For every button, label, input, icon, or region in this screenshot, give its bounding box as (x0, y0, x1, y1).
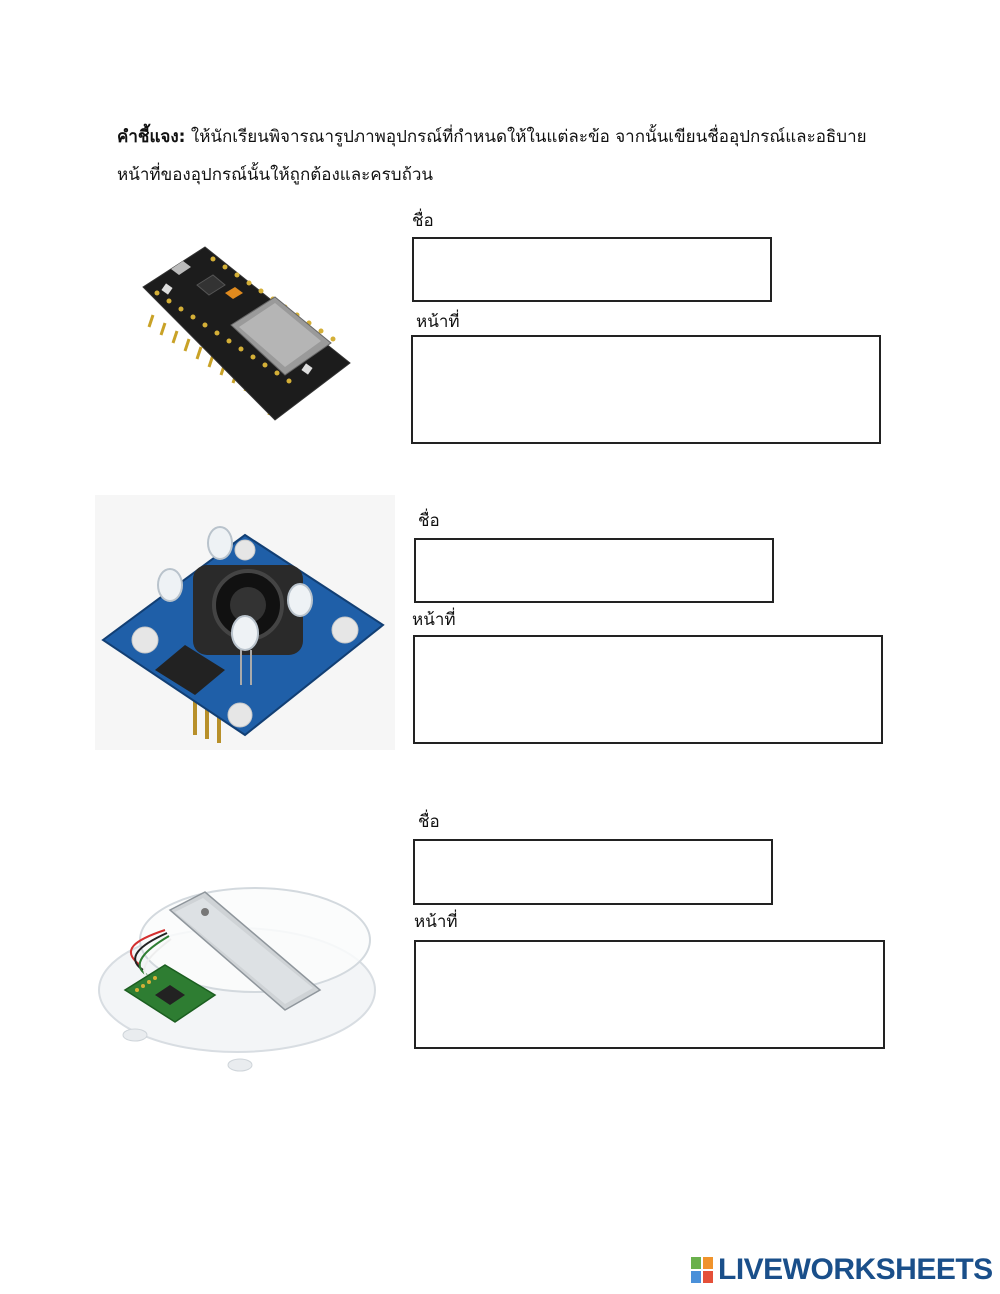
item-3-function-field[interactable] (414, 940, 885, 1049)
liveworksheets-logo: LIVEWORKSHEETS (690, 1252, 993, 1288)
liveworksheets-logo-icon (690, 1256, 714, 1284)
item-1-name-label: ชื่อ (412, 211, 434, 231)
instructions-heading: คำชี้แจง: (117, 127, 186, 147)
item-2-name-field[interactable] (414, 538, 774, 603)
instructions-text: คำชี้แจง: ให้นักเรียนพิจารณารูปภาพอุปกรณ… (117, 118, 887, 194)
color-sensor-image (95, 495, 395, 754)
item-1-name-field[interactable] (412, 237, 772, 302)
item-1-function-field[interactable] (411, 335, 881, 444)
item-1-function-label: หน้าที่ (416, 312, 460, 332)
item-3-function-label: หน้าที่ (414, 912, 458, 932)
esp32-board-image (135, 245, 355, 444)
liveworksheets-logo-text: LIVEWORKSHEETS (718, 1253, 993, 1286)
item-2-name-label: ชื่อ (418, 511, 440, 531)
item-2-function-field[interactable] (413, 635, 883, 744)
item-3-name-label: ชื่อ (418, 812, 440, 832)
load-cell-scale-image (95, 870, 380, 1079)
item-3-name-field[interactable] (413, 839, 773, 905)
item-2-function-label: หน้าที่ (412, 610, 456, 630)
instructions-body: ให้นักเรียนพิจารณารูปภาพอุปกรณ์ที่กำหนดใ… (117, 127, 867, 185)
